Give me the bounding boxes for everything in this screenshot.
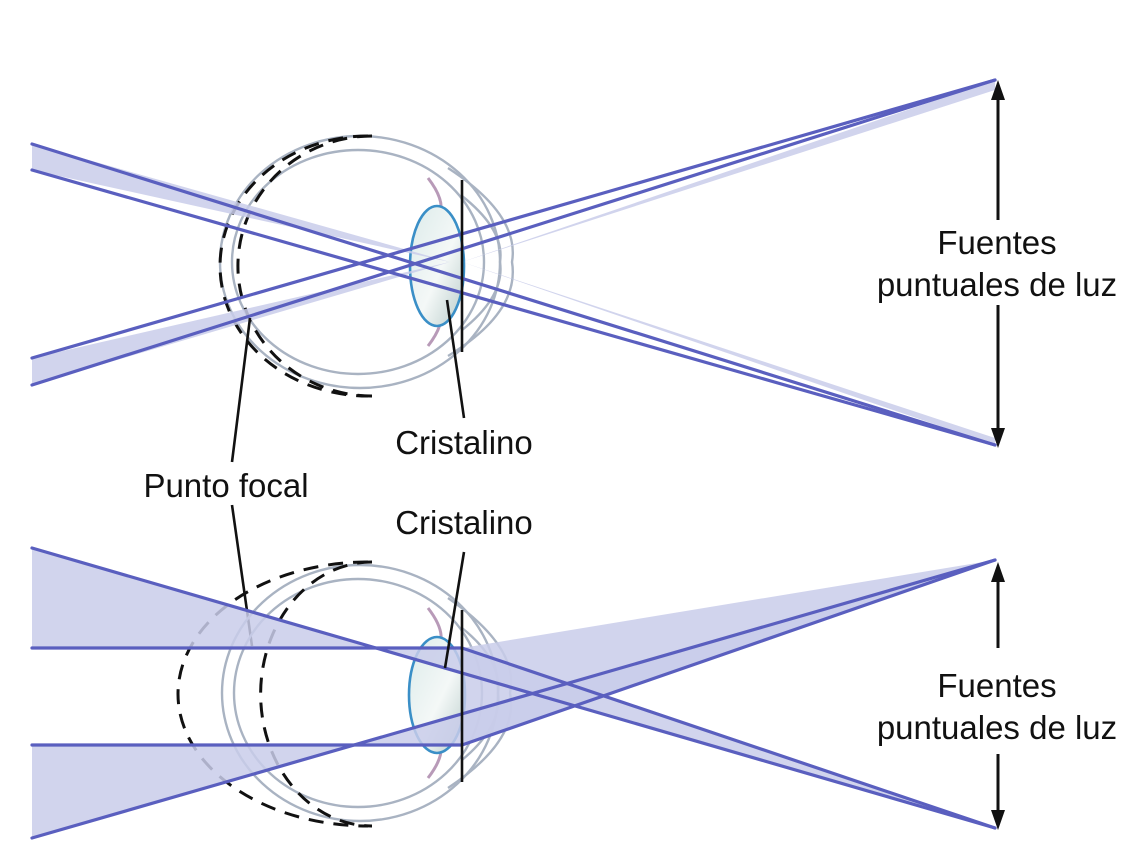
top-light-beams	[30, 78, 997, 447]
top-distance-arrow	[991, 80, 1005, 448]
bottom-light-beams	[30, 546, 997, 840]
bottom-dashed-outline-inner	[259, 560, 373, 828]
top-dashed-outline-inner	[236, 134, 373, 398]
focal-point-label: Punto focal	[143, 467, 308, 504]
top-lens-leader	[445, 299, 466, 419]
bottom-sources-label-line2: puntuales de luz	[877, 709, 1117, 746]
top-sources-label-line1: Fuentes	[937, 224, 1056, 261]
top-eye-diagram: Fuentes puntuales de luz Cristalino	[30, 78, 1117, 461]
bottom-lens-leader	[443, 551, 466, 669]
bottom-dashed-outline-outer	[176, 560, 369, 828]
bottom-distance-arrow	[991, 562, 1005, 830]
bottom-sources-label-line1: Fuentes	[937, 667, 1056, 704]
bottom-eye-diagram: Cristalino	[30, 504, 1117, 840]
focal-leader-top	[230, 317, 252, 463]
bottom-lens-label: Cristalino	[395, 504, 533, 541]
top-sources-label-line2: puntuales de luz	[877, 266, 1117, 303]
top-lens-label: Cristalino	[395, 424, 533, 461]
